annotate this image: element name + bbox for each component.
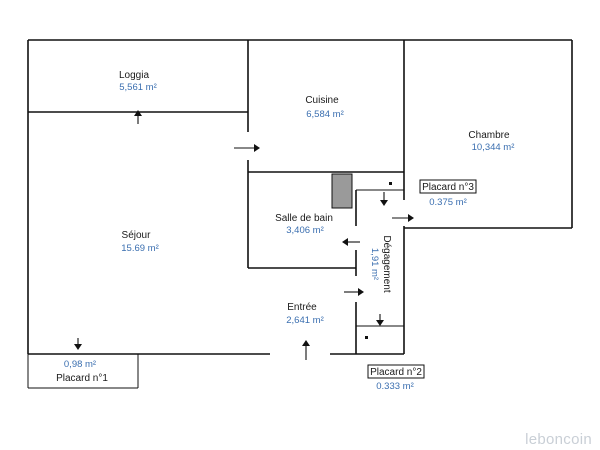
chambre-name: Chambre (468, 130, 510, 141)
chambre-area: 10,344 m² (472, 142, 515, 153)
degagement-name: Dégagement (381, 235, 392, 292)
entry-arrows (74, 110, 414, 360)
watermark-logo: leboncoin (525, 431, 592, 448)
sejour-name: Séjour (122, 230, 152, 241)
placard2-area: 0.333 m² (376, 381, 414, 392)
salle-de-bain-area: 3,406 m² (286, 225, 324, 236)
entree-name: Entrée (287, 302, 317, 313)
placard3-label-box (419, 179, 477, 194)
placard3-area: 0.375 m² (429, 197, 467, 208)
door-openings (246, 132, 406, 356)
loggia-name: Loggia (119, 70, 149, 81)
loggia-area: 5,561 m² (119, 82, 157, 93)
salle-de-bain-name: Salle de bain (275, 213, 333, 224)
cuisine-name: Cuisine (305, 95, 339, 106)
placard3-name: Placard n°3 (422, 182, 474, 193)
placard2-name: Placard n°2 (370, 367, 422, 378)
sejour-area: 15.69 m² (121, 243, 159, 254)
cuisine-area: 6,584 m² (306, 109, 344, 120)
entree-area: 2,641 m² (286, 315, 324, 326)
degagement-area: 1,91 m² (369, 248, 380, 280)
placard2-label-box (367, 364, 425, 379)
placard1-area: 0,98 m² (64, 359, 96, 370)
placard1-name: Placard n°1 (56, 373, 108, 384)
technical-shaft (331, 173, 353, 209)
